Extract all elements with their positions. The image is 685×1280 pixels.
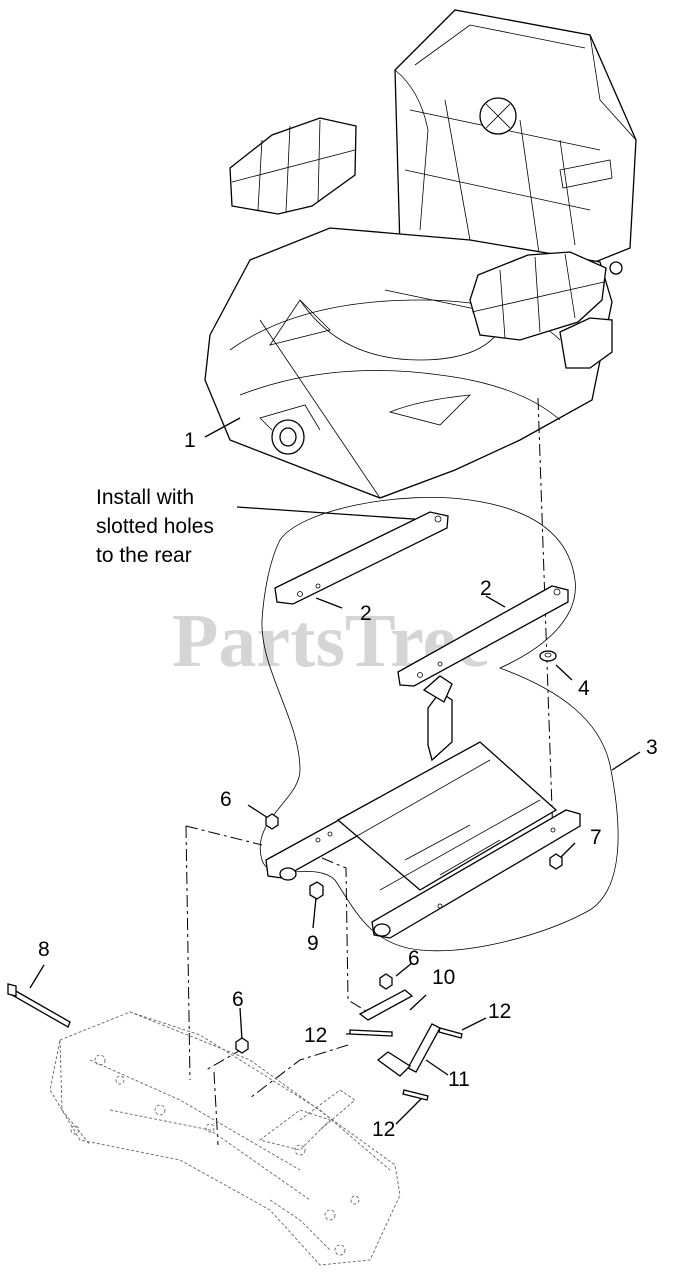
link-arm-10 <box>358 989 414 1021</box>
callout-7: 7 <box>590 826 602 849</box>
callout-labels: 1 2 2 3 4 6 6 6 7 8 9 10 11 12 12 12 <box>38 429 658 1141</box>
seat <box>204 9 637 499</box>
lever-11 <box>376 1023 441 1077</box>
bolt-12c <box>402 1089 429 1101</box>
callout-8: 8 <box>38 938 50 961</box>
bolt-12b <box>438 1027 463 1039</box>
subassembly-outline <box>259 497 619 952</box>
callout-9: 9 <box>307 932 319 955</box>
callout-6-middle: 6 <box>408 947 420 970</box>
note-line-3: to the rear <box>96 544 192 567</box>
installation-note: Install with slotted holes to the rear <box>96 486 214 567</box>
callout-6-lower: 6 <box>232 988 244 1011</box>
mower-frame-ghost <box>49 1011 401 1266</box>
hex-nut-7 <box>549 853 563 870</box>
callout-3: 3 <box>646 736 658 759</box>
seat-mounting-frame <box>265 675 581 939</box>
callout-2-right: 2 <box>480 577 492 600</box>
callout-1: 1 <box>184 429 196 452</box>
callout-12-left: 12 <box>304 1024 327 1047</box>
callout-11: 11 <box>448 1068 470 1091</box>
callout-4: 4 <box>578 677 590 700</box>
callout-6-upper: 6 <box>220 788 232 811</box>
hex-nut-6a <box>265 813 279 830</box>
hex-nut-9 <box>309 881 324 900</box>
callout-2-left: 2 <box>360 602 372 625</box>
callout-10: 10 <box>432 966 455 989</box>
seat-rail-left <box>274 511 449 605</box>
callout-12-right: 12 <box>488 1000 511 1023</box>
note-line-2: slotted holes <box>96 515 214 538</box>
hex-nut-6c <box>235 1037 249 1054</box>
long-bolt-8 <box>7 983 71 1028</box>
spacer-washer <box>539 650 557 662</box>
note-line-1: Install with <box>96 486 194 509</box>
bolt-12a <box>349 1029 393 1037</box>
callout-12-bottom: 12 <box>372 1118 395 1141</box>
hex-nut-6b <box>379 973 393 990</box>
seat-rail-right <box>397 585 569 687</box>
